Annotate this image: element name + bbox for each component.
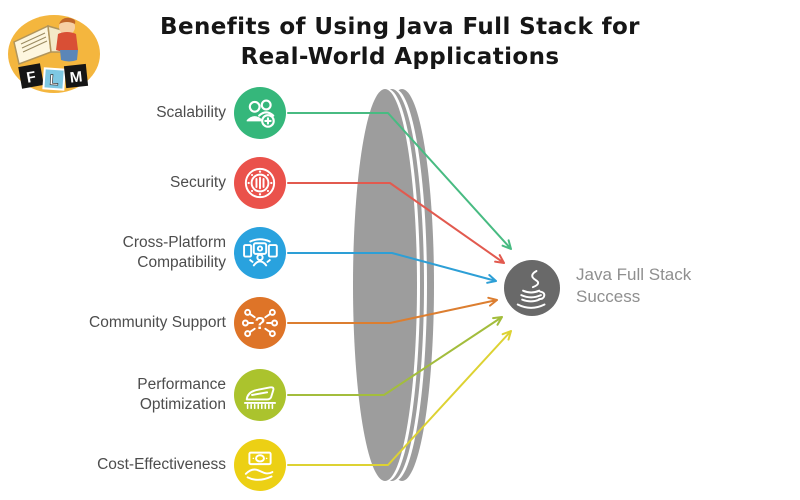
benefit-arrow	[287, 112, 512, 250]
tile-letter: M	[69, 68, 83, 86]
money-in-hand-icon	[234, 439, 286, 491]
benefit-row-scalability: Scalability	[78, 87, 286, 139]
add-users-icon	[234, 87, 286, 139]
flm-logo: F L M	[4, 0, 104, 100]
letter-tile-l: L	[42, 67, 66, 91]
benefit-label: Cost-Effectiveness	[97, 455, 226, 473]
benefit-label: Scalability	[156, 103, 226, 121]
letter-tile-f: F	[18, 63, 44, 89]
letter-tile-m: M	[63, 63, 89, 89]
page-title: Benefits of Using Java Full Stack for Re…	[140, 12, 660, 73]
title-line-2: Real-World Applications	[240, 44, 560, 71]
benefit-label: Security	[170, 173, 226, 191]
java-cup-icon	[516, 270, 546, 309]
tile-letter: F	[25, 68, 37, 86]
benefit-row-performance: Performance Optimization	[78, 369, 286, 421]
flm-logo-art: F L M	[8, 15, 100, 93]
benefit-arrow	[287, 316, 503, 396]
bullet-train-icon	[234, 369, 286, 421]
benefit-arrow	[287, 252, 497, 284]
benefit-arrow	[287, 182, 505, 264]
secure-coin-icon	[234, 157, 286, 209]
benefit-row-cross-platform: Cross-Platform Compatibility	[78, 227, 286, 279]
benefit-label: Cross-Platform Compatibility	[122, 233, 226, 271]
java-success-label: Java Full Stack Success	[576, 264, 691, 308]
benefit-row-community: Community Support ?	[78, 297, 286, 349]
benefit-arrow	[287, 330, 512, 466]
benefit-label: Performance Optimization	[137, 375, 226, 413]
benefit-row-cost: Cost-Effectiveness	[78, 439, 286, 491]
benefit-label: Community Support	[89, 313, 226, 331]
result-label-line-2: Success	[576, 287, 641, 307]
reading-child-icon	[56, 17, 78, 62]
devices-icon	[234, 227, 286, 279]
java-success-node	[504, 260, 560, 316]
svg-text:?: ?	[255, 313, 266, 333]
result-label-line-1: Java Full Stack	[576, 265, 692, 284]
benefit-arrow	[287, 296, 498, 324]
arrow-layer	[287, 112, 512, 466]
question-network-icon: ?	[234, 297, 286, 349]
lens-shape	[353, 89, 434, 481]
title-line-1: Benefits of Using Java Full Stack for	[160, 14, 640, 40]
benefit-row-security: Security	[78, 157, 286, 209]
tile-letter: L	[49, 72, 59, 90]
